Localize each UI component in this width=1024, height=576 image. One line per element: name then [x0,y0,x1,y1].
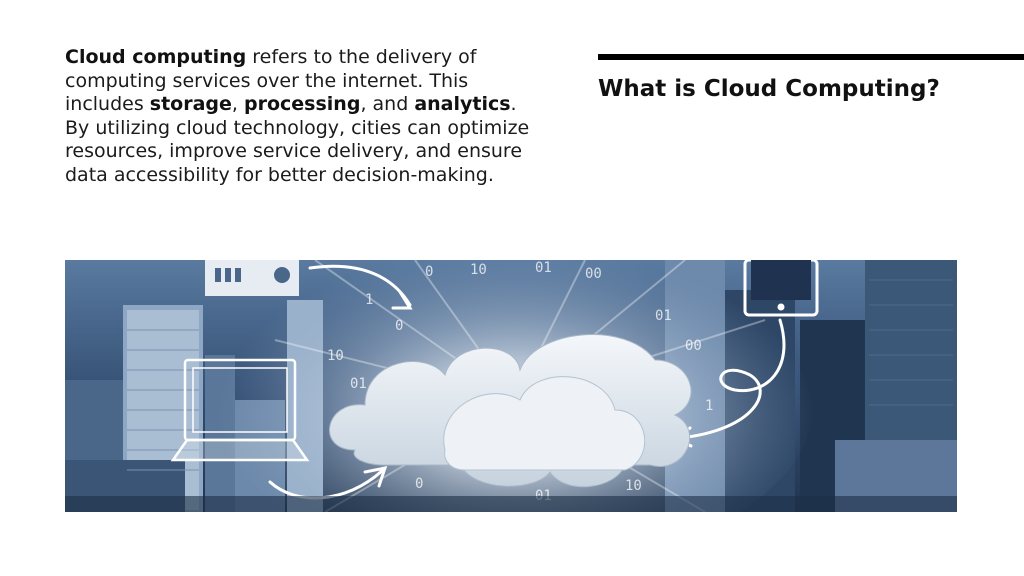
hero-image: 0 10 01 00 1 0 10 01 01 00 1 10 01 0 [65,260,957,512]
tower-windows-left [127,329,199,471]
paragraph-run: . By utilizing cloud technology, cities … [65,93,530,186]
cloud-icon [329,334,692,488]
svg-text:00: 00 [685,338,702,354]
paragraph-run: , [231,93,244,116]
paragraph-run: Cloud computing [65,46,247,68]
cloud-city-illustration: 0 10 01 00 1 0 10 01 01 00 1 10 01 0 [65,260,957,512]
svg-text:00: 00 [585,266,602,282]
svg-text:0: 0 [395,318,403,334]
svg-text:1: 1 [365,292,373,308]
svg-text:01: 01 [655,308,672,324]
title-rule [598,54,1024,60]
svg-text:10: 10 [625,478,642,494]
smartphone-icon [743,260,819,317]
paragraph-run: processing [244,93,361,116]
svg-text:10: 10 [327,348,344,364]
svg-text:01: 01 [535,260,552,276]
svg-text:01: 01 [350,376,367,392]
paragraph-run: storage [149,93,232,116]
paragraph-run: , and [360,93,415,116]
laptop-icon [170,358,310,462]
paragraph-run: refers to the delivery of computing serv… [65,46,477,116]
tower-windows-right [869,279,953,406]
svg-text:1: 1 [705,398,713,414]
paragraph-run: analytics [414,93,511,116]
ground [65,496,957,512]
intro-paragraph: Cloud computing refers to the delivery o… [65,46,545,188]
svg-text:0: 0 [425,264,433,280]
slide-title: What is Cloud Computing? [598,76,940,102]
svg-text:10: 10 [470,262,487,278]
server-icon [205,260,299,296]
svg-text:0: 0 [415,476,423,492]
